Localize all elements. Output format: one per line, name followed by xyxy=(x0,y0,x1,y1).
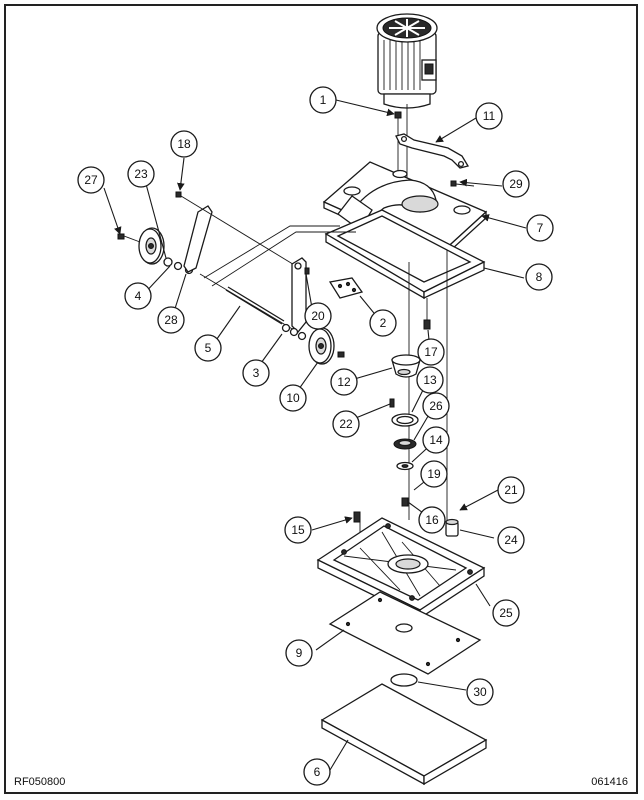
callout-26: 26 xyxy=(422,392,450,420)
callout-leaders xyxy=(103,99,527,771)
part-8-frame xyxy=(203,209,486,300)
callout-11: 11 xyxy=(475,102,503,130)
svg-text:19: 19 xyxy=(427,467,441,481)
callout-27: 27 xyxy=(77,166,105,194)
svg-text:21: 21 xyxy=(504,483,518,497)
callout-21: 21 xyxy=(497,476,525,504)
revision-date: 061416 xyxy=(591,776,628,788)
svg-text:1: 1 xyxy=(320,93,327,107)
svg-text:10: 10 xyxy=(286,391,300,405)
svg-text:7: 7 xyxy=(537,221,544,235)
diagram-frame xyxy=(4,4,638,794)
callout-4: 4 xyxy=(124,282,152,310)
part-9-plate xyxy=(328,591,482,675)
svg-text:16: 16 xyxy=(425,513,439,527)
svg-text:3: 3 xyxy=(253,366,260,380)
part-25-base-frame xyxy=(316,517,486,620)
svg-text:30: 30 xyxy=(473,685,487,699)
svg-text:29: 29 xyxy=(509,177,523,191)
part-24-spacer xyxy=(445,518,459,537)
motor xyxy=(376,13,438,206)
callout-14: 14 xyxy=(422,426,450,454)
part-18-arm xyxy=(175,191,297,331)
svg-text:14: 14 xyxy=(429,433,443,447)
svg-text:12: 12 xyxy=(337,375,351,389)
callout-23: 23 xyxy=(127,160,155,188)
callout-20: 20 xyxy=(304,302,332,330)
part-5-axle xyxy=(225,286,285,325)
part-26-bushing xyxy=(393,438,417,450)
svg-text:27: 27 xyxy=(84,173,98,187)
part-16-bolt xyxy=(401,497,409,507)
callout-16: 16 xyxy=(418,506,446,534)
svg-text:17: 17 xyxy=(424,345,438,359)
callout-1: 1 xyxy=(309,86,337,114)
svg-text:5: 5 xyxy=(205,341,212,355)
svg-text:4: 4 xyxy=(135,289,142,303)
svg-text:20: 20 xyxy=(311,309,325,323)
callout-22: 22 xyxy=(332,410,360,438)
svg-text:26: 26 xyxy=(429,399,443,413)
svg-text:2: 2 xyxy=(380,316,387,330)
part-30-o-ring xyxy=(390,673,418,687)
callout-5: 5 xyxy=(194,334,222,362)
svg-text:22: 22 xyxy=(339,417,353,431)
svg-text:24: 24 xyxy=(504,533,518,547)
svg-text:18: 18 xyxy=(177,137,191,151)
part-6-pad xyxy=(320,683,488,786)
svg-text:6: 6 xyxy=(314,765,321,779)
part-17-screw xyxy=(423,319,431,330)
callout-28: 28 xyxy=(157,306,185,334)
callout-12: 12 xyxy=(330,368,358,396)
callout-13: 13 xyxy=(416,366,444,394)
callout-balloons: 1 2 3 4 5 6 7 8 9 10 11 12 13 14 15 16 1… xyxy=(77,86,554,786)
callout-30: 30 xyxy=(466,678,494,706)
callout-3: 3 xyxy=(242,359,270,387)
drawing-number: RF050800 xyxy=(14,776,66,788)
part-2-latch xyxy=(304,267,364,299)
part-27-wheel-assembly xyxy=(117,227,194,275)
assembly-axis-lines xyxy=(359,250,448,546)
part-12-cup xyxy=(391,354,421,378)
callout-25: 25 xyxy=(492,599,520,627)
callout-8: 8 xyxy=(525,263,553,291)
callout-7: 7 xyxy=(526,214,554,242)
callout-17: 17 xyxy=(417,338,445,366)
svg-text:28: 28 xyxy=(164,313,178,327)
svg-text:11: 11 xyxy=(483,109,496,123)
callout-18: 18 xyxy=(170,130,198,158)
part-22-pin xyxy=(389,398,395,408)
callout-6: 6 xyxy=(303,758,331,786)
callout-24: 24 xyxy=(497,526,525,554)
part-14-washer xyxy=(396,461,414,471)
part-15-screw xyxy=(353,511,361,523)
svg-text:9: 9 xyxy=(296,646,303,660)
svg-text:8: 8 xyxy=(536,270,543,284)
svg-text:25: 25 xyxy=(499,606,513,620)
svg-text:13: 13 xyxy=(423,373,437,387)
callout-29: 29 xyxy=(502,170,530,198)
callout-10: 10 xyxy=(279,384,307,412)
part-13-bearing-ring xyxy=(391,413,419,427)
callout-9: 9 xyxy=(285,639,313,667)
callout-2: 2 xyxy=(369,309,397,337)
part-1-screw xyxy=(394,111,402,172)
part-11-bracket xyxy=(395,133,470,169)
callout-19: 19 xyxy=(420,460,448,488)
callout-15: 15 xyxy=(284,516,312,544)
svg-text:23: 23 xyxy=(134,167,148,181)
svg-text:15: 15 xyxy=(291,523,305,537)
